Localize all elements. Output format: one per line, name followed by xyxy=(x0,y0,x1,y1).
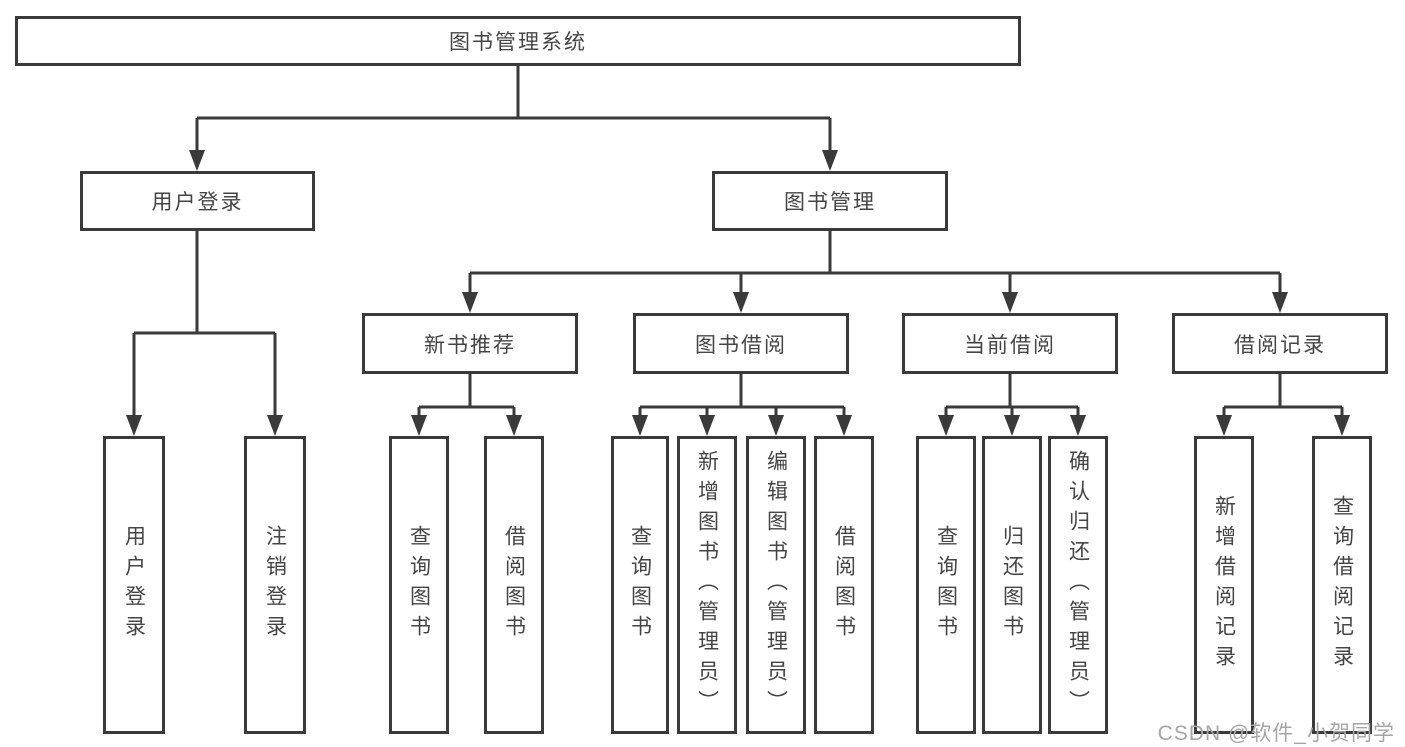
node-book-management-label: 图书管理 xyxy=(784,191,876,214)
arrow-down-icon xyxy=(126,415,142,436)
arrow-down-icon xyxy=(189,150,205,171)
leaf-return-books-label: 归还图书 xyxy=(1000,525,1024,645)
arrow-down-icon xyxy=(1004,415,1020,436)
leaf-query-books-current-label: 查询图书 xyxy=(934,525,958,645)
leaf-borrow-books-recommend-label: 借阅图书 xyxy=(502,525,526,645)
arrow-down-icon xyxy=(1216,415,1232,436)
arrow-down-icon xyxy=(411,415,427,436)
node-user-login-label: 用户登录 xyxy=(151,191,244,214)
leaf-query-borrow-record-label: 查询借阅记录 xyxy=(1330,495,1354,675)
arrow-down-icon xyxy=(733,292,749,313)
leaf-add-books-admin-label: 新增图书（管理员） xyxy=(695,450,719,720)
leaf-user-login: 用户登录 xyxy=(103,436,165,734)
node-current-borrowing: 当前借阅 xyxy=(902,313,1118,374)
arrow-down-icon xyxy=(1272,292,1288,313)
leaf-add-borrow-record-label: 新增借阅记录 xyxy=(1212,495,1236,675)
leaf-query-books-recommend: 查询图书 xyxy=(389,436,449,734)
node-current-borrowing-label: 当前借阅 xyxy=(964,333,1056,357)
arrow-down-icon xyxy=(1002,292,1018,313)
node-user-login: 用户登录 xyxy=(80,171,315,231)
arrow-down-icon xyxy=(822,150,838,171)
arrow-down-icon xyxy=(632,415,648,436)
arrow-down-icon xyxy=(699,415,715,436)
leaf-confirm-return-admin: 确认归还（管理员） xyxy=(1048,436,1108,734)
arrow-down-icon xyxy=(938,415,954,436)
node-borrowing-records-label: 借阅记录 xyxy=(1234,333,1326,357)
arrow-down-icon xyxy=(267,415,283,436)
arrow-down-icon xyxy=(1070,415,1086,436)
leaf-add-books-admin: 新增图书（管理员） xyxy=(677,436,737,734)
leaf-borrow-books-borrowing: 借阅图书 xyxy=(814,436,874,734)
node-book-borrowing-label: 图书借阅 xyxy=(695,333,787,357)
node-new-book-recommendation: 新书推荐 xyxy=(362,313,578,374)
node-borrowing-records: 借阅记录 xyxy=(1172,313,1388,374)
arrow-down-icon xyxy=(836,415,852,436)
leaf-add-borrow-record: 新增借阅记录 xyxy=(1194,436,1254,734)
leaf-query-books-borrowing: 查询图书 xyxy=(611,436,669,734)
leaf-query-books-current: 查询图书 xyxy=(916,436,976,734)
leaf-borrow-books-recommend: 借阅图书 xyxy=(484,436,544,734)
node-root: 图书管理系统 xyxy=(15,16,1021,66)
arrow-down-icon xyxy=(1334,415,1350,436)
leaf-user-login-label: 用户登录 xyxy=(122,525,146,645)
leaf-logout-label: 注销登录 xyxy=(263,525,287,645)
node-new-book-recommendation-label: 新书推荐 xyxy=(424,333,516,357)
arrow-down-icon xyxy=(768,415,784,436)
leaf-query-books-recommend-label: 查询图书 xyxy=(407,525,431,645)
leaf-confirm-return-admin-label: 确认归还（管理员） xyxy=(1066,450,1090,720)
arrow-down-icon xyxy=(462,292,478,313)
node-book-borrowing: 图书借阅 xyxy=(633,313,849,374)
leaf-edit-books-admin: 编辑图书（管理员） xyxy=(746,436,806,734)
leaf-edit-books-admin-label: 编辑图书（管理员） xyxy=(764,450,788,720)
leaf-query-borrow-record: 查询借阅记录 xyxy=(1312,436,1372,734)
node-root-label: 图书管理系统 xyxy=(449,31,587,54)
watermark: CSDN @软件_小贺同学 xyxy=(1157,722,1395,745)
leaf-borrow-books-borrowing-label: 借阅图书 xyxy=(832,525,856,645)
leaf-query-books-borrowing-label: 查询图书 xyxy=(628,525,652,645)
leaf-return-books: 归还图书 xyxy=(982,436,1042,734)
arrow-down-icon xyxy=(506,415,522,436)
leaf-logout: 注销登录 xyxy=(244,436,306,734)
node-book-management: 图书管理 xyxy=(712,171,948,231)
